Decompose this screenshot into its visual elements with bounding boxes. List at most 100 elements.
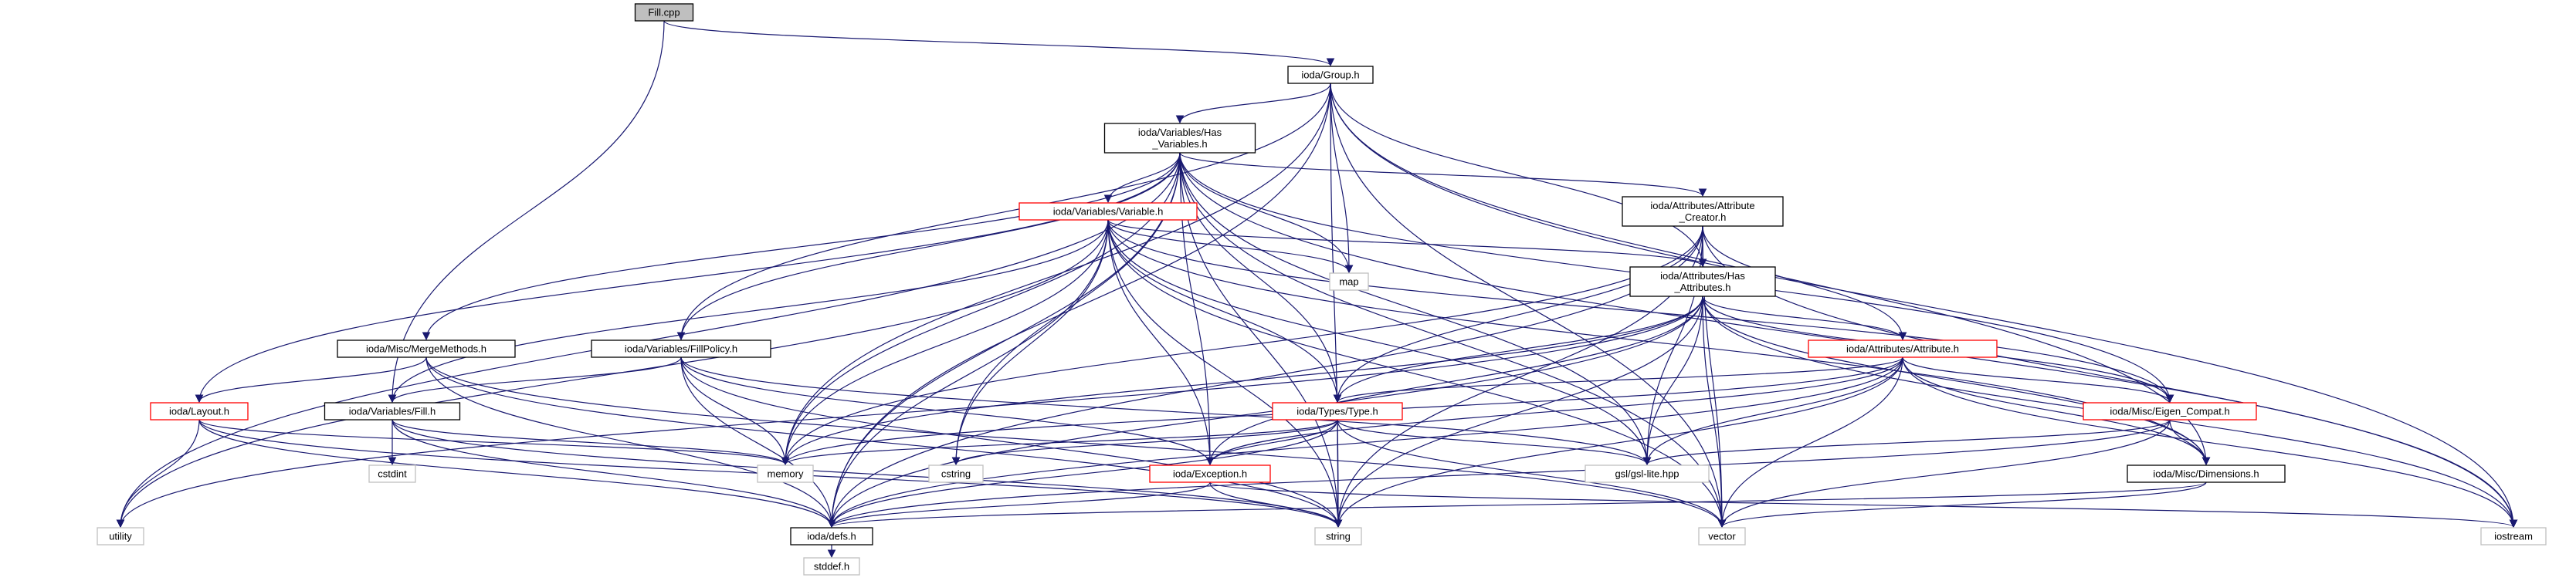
node-layout-h[interactable]: ioda/Layout.h — [150, 402, 249, 421]
edge-eigen-compat-h-to-gsl-lite-hpp — [1642, 419, 2171, 466]
node-box-fill-h — [324, 402, 461, 421]
edge-dimensions-h-to-defs-h — [828, 481, 2207, 529]
node-label-map: map — [1339, 276, 1358, 288]
node-label-dimensions-h: ioda/Misc/Dimensions.h — [2153, 468, 2259, 480]
node-box-utility — [97, 527, 144, 546]
edge-fill-cpp-to-fill-h — [388, 20, 665, 404]
edge-has-variables-h-to-map — [1179, 152, 1354, 274]
node-attribute-h[interactable]: ioda/Attributes/Attribute.h — [1808, 339, 1998, 358]
node-box-has-attributes-h — [1629, 266, 1776, 297]
node-box-defs-h — [790, 527, 873, 546]
edge-has-variables-h-to-attribute-creator-h — [1179, 152, 1707, 198]
edge-has-variables-h-to-layout-h — [195, 152, 1181, 404]
node-box-group-h — [1287, 66, 1374, 84]
edge-has-variables-h-to-defs-h — [827, 152, 1181, 529]
edge-attribute-h-to-string — [1334, 356, 1903, 529]
edge-attribute-h-to-vector — [1717, 356, 1903, 529]
node-dimensions-h[interactable]: ioda/Misc/Dimensions.h — [2127, 464, 2286, 483]
node-gsl-lite-hpp: gsl/gsl-lite.hpp — [1585, 464, 1710, 483]
edge-group-h-to-vector — [1330, 83, 1727, 529]
node-box-has-variables-h — [1103, 123, 1256, 154]
node-eigen-compat-h[interactable]: ioda/Misc/Eigen_Compat.h — [2083, 402, 2257, 421]
node-variable-h[interactable]: ioda/Variables/Variable.h — [1019, 202, 1198, 221]
node-fill-cpp[interactable]: Fill.cpp — [634, 3, 694, 22]
node-box-exception-h — [1149, 464, 1271, 483]
node-label-fill-h: ioda/Variables/Fill.h — [349, 406, 436, 417]
node-box-dimensions-h — [2127, 464, 2286, 483]
edge-attribute-h-to-exception-h — [1205, 356, 1903, 466]
edge-exception-h-to-iostream — [1209, 481, 2517, 529]
node-box-gsl-lite-hpp — [1585, 464, 1710, 483]
edge-group-h-to-iostream — [1330, 83, 2518, 529]
node-label-vector: vector — [1708, 531, 1736, 542]
node-fill-policy-h[interactable]: ioda/Variables/FillPolicy.h — [591, 339, 771, 358]
edge-has-attributes-h-to-vector — [1702, 296, 1727, 529]
edge-merge-methods-h-to-vector — [425, 356, 1727, 529]
edge-has-variables-h-to-gsl-lite-hpp — [1179, 152, 1652, 466]
edge-has-variables-h-to-fill-policy-h — [676, 152, 1181, 341]
node-label-layout-h: ioda/Layout.h — [169, 406, 229, 417]
node-label-fill-cpp: Fill.cpp — [648, 7, 680, 19]
edge-has-variables-h-to-string — [1179, 152, 1343, 529]
node-label-memory: memory — [768, 468, 804, 480]
edge-type-h-to-memory — [781, 419, 1338, 466]
edge-variable-h-to-cstring — [951, 219, 1109, 466]
edge-exception-h-to-string — [1209, 481, 1343, 529]
edge-attribute-creator-h-to-iostream — [1702, 225, 2518, 529]
nodes-layer: Fill.cpp ioda/Group.h ioda/Variables/Has_V… — [97, 3, 2547, 576]
edge-merge-methods-h-to-defs-h — [425, 356, 836, 529]
node-label-stddef-h: stddef.h — [814, 561, 849, 573]
edge-layout-h-to-memory — [198, 419, 790, 466]
node-box-fill-policy-h — [591, 339, 771, 358]
edge-has-attributes-h-to-dimensions-h — [1702, 296, 2211, 466]
node-exception-h[interactable]: ioda/Exception.h — [1149, 464, 1271, 483]
node-label-group-h: ioda/Group.h — [1301, 69, 1359, 81]
edge-has-variables-h-to-merge-methods-h — [422, 152, 1181, 341]
node-attribute-creator-h[interactable]: ioda/Attributes/Attribute_Creator.h — [1622, 196, 1784, 227]
node-has-variables-h[interactable]: ioda/Variables/Has_Variables.h — [1103, 123, 1256, 154]
node-group-h[interactable]: ioda/Group.h — [1287, 66, 1374, 84]
edge-has-attributes-h-to-string — [1334, 296, 1703, 529]
node-box-vector — [1698, 527, 1746, 546]
edge-has-attributes-h-to-type-h — [1333, 296, 1703, 404]
edge-has-variables-h-to-vector — [1179, 152, 1727, 529]
edge-variable-h-to-gsl-lite-hpp — [1107, 219, 1652, 466]
edge-fill-cpp-to-group-h — [663, 20, 1335, 67]
edge-fill-h-to-defs-h — [391, 419, 836, 529]
node-label-cstdint: cstdint — [378, 468, 407, 480]
node-label-has-variables-h-line-1: ioda/Variables/Has — [1138, 127, 1222, 138]
edge-fill-h-to-memory — [391, 419, 790, 466]
edge-merge-methods-h-to-string — [425, 356, 1343, 529]
node-iostream: iostream — [2480, 527, 2547, 546]
edge-variable-h-to-has-attributes-h — [1107, 219, 1707, 268]
edge-type-h-to-exception-h — [1205, 419, 1338, 466]
node-label-type-h: ioda/Types/Type.h — [1296, 406, 1378, 417]
edge-attribute-h-to-iostream — [1902, 356, 2518, 529]
node-fill-h[interactable]: ioda/Variables/Fill.h — [324, 402, 461, 421]
edge-has-attributes-h-to-gsl-lite-hpp — [1642, 296, 1703, 466]
node-type-h[interactable]: ioda/Types/Type.h — [1272, 402, 1403, 421]
edge-variable-h-to-type-h — [1107, 219, 1342, 404]
edge-group-h-to-memory — [781, 83, 1331, 466]
node-merge-methods-h[interactable]: ioda/Misc/MergeMethods.h — [337, 339, 516, 358]
edge-group-h-to-fill-policy-h — [676, 83, 1331, 341]
node-has-attributes-h[interactable]: ioda/Attributes/Has_Attributes.h — [1629, 266, 1776, 297]
edge-attribute-h-to-gsl-lite-hpp — [1642, 356, 1903, 466]
edge-variable-h-to-map — [1107, 219, 1354, 274]
node-box-cstring — [928, 464, 984, 483]
edge-attribute-h-to-defs-h — [827, 356, 1903, 529]
node-label-eigen-compat-h: ioda/Misc/Eigen_Compat.h — [2110, 406, 2229, 417]
edge-attribute-creator-h-to-type-h — [1333, 225, 1703, 404]
edge-has-attributes-h-to-attribute-h — [1702, 296, 1907, 341]
node-box-attribute-creator-h — [1622, 196, 1784, 227]
node-box-iostream — [2480, 527, 2547, 546]
edge-attribute-h-to-type-h — [1333, 356, 1903, 404]
node-label-fill-policy-h: ioda/Variables/FillPolicy.h — [625, 343, 737, 355]
node-label-iostream: iostream — [2494, 531, 2533, 542]
node-defs-h[interactable]: ioda/defs.h — [790, 527, 873, 546]
node-vector: vector — [1698, 527, 1746, 546]
edge-eigen-compat-h-to-dimensions-h — [2169, 419, 2211, 466]
node-cstdint: cstdint — [368, 464, 416, 483]
edge-variable-h-to-fill-h — [388, 219, 1109, 404]
